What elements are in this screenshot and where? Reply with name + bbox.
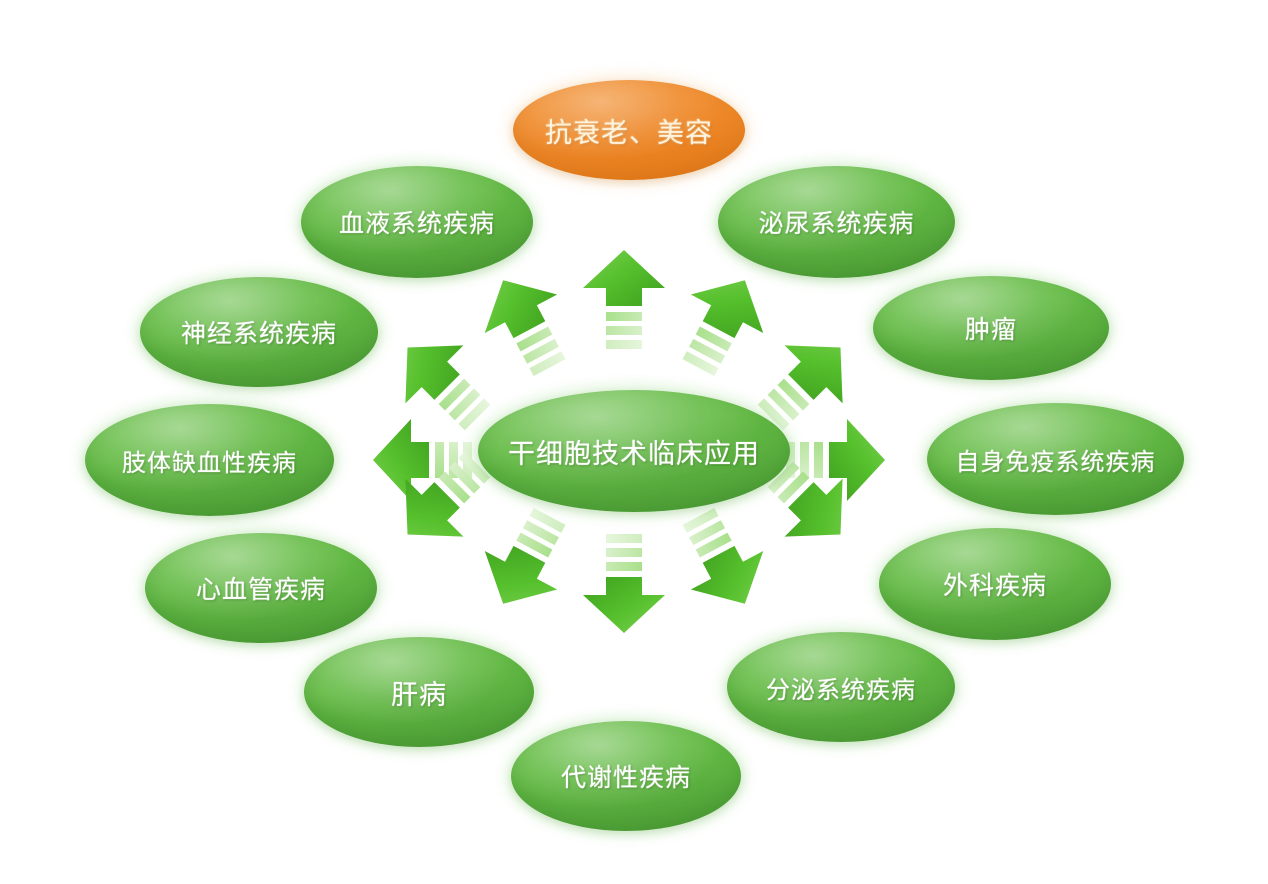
node-cardiovascular-disease[interactable]: 心血管疾病 <box>145 533 377 643</box>
center-node-label: 干细胞技术临床应用 <box>508 438 760 469</box>
arrow-up-right <box>732 314 873 455</box>
arrow-down <box>579 525 669 635</box>
node-label-autoimmune-system-disease: 自身免疫系统疾病 <box>955 448 1156 476</box>
node-anti-aging-beauty[interactable]: 抗衰老、美容 <box>513 80 745 180</box>
node-label-blood-system-disease: 血液系统疾病 <box>338 210 495 238</box>
node-metabolic-disease[interactable]: 代谢性疾病 <box>511 721 741 831</box>
node-label-liver-disease: 肝病 <box>391 679 447 710</box>
arrow-up-left <box>374 314 515 455</box>
node-label-cardiovascular-disease: 心血管疾病 <box>195 576 326 604</box>
node-label-secretory-system-disease: 分泌系统疾病 <box>766 676 916 704</box>
node-label-surgical-disease: 外科疾病 <box>942 572 1047 600</box>
arrow-down-left <box>374 426 515 567</box>
node-tumor[interactable]: 肿瘤 <box>873 276 1109 380</box>
arrow-up-right-inner <box>654 257 785 396</box>
node-blood-system-disease[interactable]: 血液系统疾病 <box>301 166 533 278</box>
node-label-limb-ischemic-disease: 肢体缺血性疾病 <box>122 449 297 477</box>
node-limb-ischemic-disease[interactable]: 肢体缺血性疾病 <box>85 404 334 516</box>
center-node[interactable]: 干细胞技术临床应用 <box>478 390 790 512</box>
node-label-nervous-system-disease: 神经系统疾病 <box>180 320 337 348</box>
node-label-anti-aging-beauty: 抗衰老、美容 <box>545 117 713 148</box>
node-autoimmune-system-disease[interactable]: 自身免疫系统疾病 <box>927 403 1184 515</box>
arrow-down-left-inner <box>462 487 593 626</box>
node-label-urinary-system-disease: 泌尿系统疾病 <box>758 210 915 238</box>
arrow-up <box>579 248 669 358</box>
node-liver-disease[interactable]: 肝病 <box>304 637 534 747</box>
node-urinary-system-disease[interactable]: 泌尿系统疾病 <box>718 166 955 278</box>
node-label-metabolic-disease: 代谢性疾病 <box>560 764 691 792</box>
node-nervous-system-disease[interactable]: 神经系统疾病 <box>140 277 378 387</box>
node-secretory-system-disease[interactable]: 分泌系统疾病 <box>727 632 955 742</box>
node-surgical-disease[interactable]: 外科疾病 <box>879 528 1111 640</box>
arrow-up-left-inner <box>462 257 593 396</box>
arrow-down-right-inner <box>654 487 785 626</box>
node-label-tumor: 肿瘤 <box>964 316 1017 344</box>
